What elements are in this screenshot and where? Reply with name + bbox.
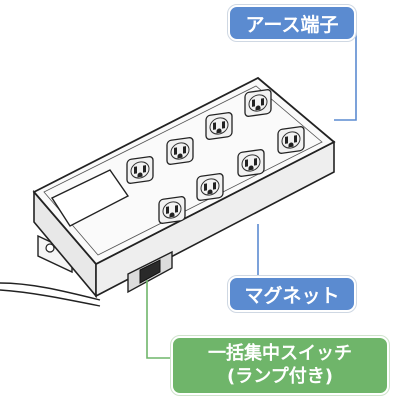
callout-earth-terminal-text: アース端子 <box>245 13 339 36</box>
strip-top-face <box>32 76 336 266</box>
outlet-bottom-1 <box>158 195 186 225</box>
callout-earth-terminal: アース端子 <box>227 4 357 42</box>
callout-master-switch: 一括集中スイッチ (ランプ付き) <box>170 335 390 396</box>
magnet-hole <box>45 243 55 253</box>
label-panel <box>50 169 130 227</box>
callout-master-switch-line2: (ランプ付き) <box>227 365 333 387</box>
leader-master-switch <box>146 280 171 359</box>
callout-master-switch-line1: 一括集中スイッチ <box>208 343 352 364</box>
outlet-top-4 <box>244 88 272 118</box>
callout-magnet: マグネット <box>227 275 357 313</box>
master-switch-rocker <box>139 259 161 284</box>
outlet-bottom-2 <box>196 172 224 202</box>
power-cord-lower <box>0 289 101 307</box>
outlet-bottom-3 <box>237 148 265 178</box>
callout-magnet-text: マグネット <box>244 284 340 307</box>
outlet-top-2 <box>166 136 194 166</box>
outlet-bottom-4 <box>277 125 305 155</box>
outlet-top-1 <box>126 155 154 185</box>
leader-earth-terminal <box>334 23 357 121</box>
outlet-top-3 <box>205 111 233 141</box>
power-cord <box>0 282 101 301</box>
